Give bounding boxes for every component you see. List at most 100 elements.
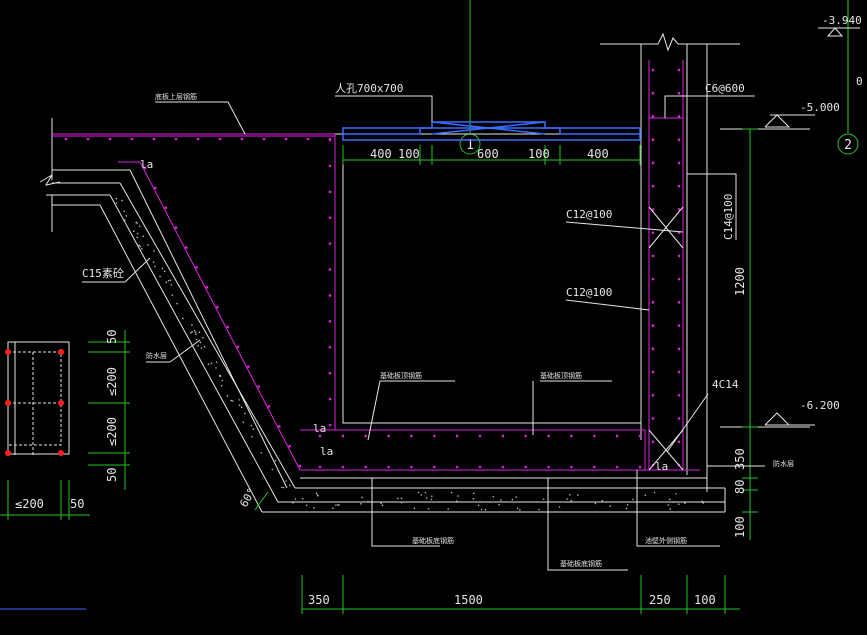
aggregate-dot — [200, 347, 203, 349]
aggregate-dot — [198, 331, 201, 333]
rebar-dot — [257, 385, 260, 388]
rebar-dot — [205, 285, 209, 289]
aggregate-dot — [250, 424, 253, 427]
aggregate-dot — [226, 395, 229, 397]
aggregate-dot — [361, 496, 363, 499]
rebar-dot — [651, 161, 655, 165]
rebar-dot — [677, 68, 681, 72]
bottom-dim-line — [301, 575, 740, 614]
aggregate-dot — [292, 502, 294, 504]
rebar-dot — [651, 68, 655, 72]
aggregate-dot — [413, 507, 416, 510]
aggregate-dot — [203, 346, 206, 348]
rebar-dot — [651, 370, 655, 374]
rebar-dot — [677, 208, 681, 211]
aggregate-dot — [215, 367, 217, 369]
rebar-dot — [677, 138, 681, 142]
aggregate-dot — [450, 491, 453, 494]
aggregate-dot — [136, 232, 139, 235]
rebar-dot — [64, 137, 68, 141]
aggregate-dot — [210, 362, 213, 364]
note-top-2: 基础板顶钢筋 — [540, 371, 582, 380]
c15-label: C15素砼 — [82, 267, 124, 280]
rebar-dot — [677, 347, 681, 351]
waterproof-label: 防水层 — [146, 351, 167, 360]
aggregate-dot — [702, 502, 704, 504]
aggregate-dot — [447, 508, 450, 510]
aggregate-dot — [515, 496, 518, 498]
rebar-dot — [364, 465, 368, 469]
rebar-dot — [328, 294, 332, 297]
aggregate-dot — [313, 507, 315, 509]
aggregate-dot — [672, 501, 675, 504]
rebar-dot — [226, 325, 229, 329]
aggregate-dot — [191, 331, 193, 333]
rebar-dot — [328, 138, 332, 142]
rebar-dot — [328, 423, 332, 427]
bottom-dim-4: 100 — [694, 593, 716, 607]
aggregate-dot — [219, 375, 222, 377]
aggregate-dot — [667, 504, 670, 506]
right-dim-100: 100 — [733, 516, 747, 538]
aggregate-dot — [472, 497, 475, 500]
rebar-dot — [651, 208, 655, 211]
aggregate-dot — [154, 265, 156, 268]
aggregate-dot — [260, 451, 263, 454]
aggregate-dot — [653, 491, 656, 494]
top-dim-4: 100 — [528, 147, 550, 161]
aggregate-dot — [271, 468, 274, 471]
rebar-dot — [328, 268, 332, 271]
aggregate-dot — [141, 248, 143, 250]
aggregate-dot — [152, 261, 155, 263]
aggregate-dot — [139, 245, 142, 248]
aggregate-dot — [199, 341, 202, 344]
angle-arc — [254, 491, 269, 511]
aggregate-dot — [230, 399, 232, 402]
aggregate-dot — [195, 338, 198, 341]
concrete-dots — [115, 197, 709, 511]
rebar-dot — [455, 434, 459, 438]
level-1: -3.940 — [822, 14, 862, 27]
aggregate-dot — [484, 509, 487, 511]
aggregate-dot — [500, 499, 502, 501]
aggregate-dot — [171, 294, 174, 296]
rebar-dot — [164, 206, 167, 210]
top-dim-1: 400 — [370, 147, 392, 161]
rebar-dot — [651, 440, 655, 444]
rebar-dot — [432, 434, 436, 438]
aggregate-dot — [480, 508, 483, 511]
aggregate-dot — [632, 498, 634, 501]
right-dim-80: 80 — [733, 480, 747, 494]
rebar-dot — [278, 424, 281, 428]
sec-dim-2: ≤200 — [105, 367, 119, 396]
aggregate-dot — [457, 495, 459, 497]
aggregate-dot — [136, 222, 138, 224]
sec-dim-1: 50 — [105, 330, 119, 344]
la-4: la — [655, 460, 668, 473]
c14-leader — [687, 173, 737, 240]
aggregate-dot — [242, 421, 245, 423]
rebar-dot — [284, 137, 288, 141]
aggregate-dot — [195, 333, 197, 336]
aggregate-dot — [282, 486, 285, 489]
right-dim-line — [742, 128, 758, 540]
aggregate-dot — [133, 230, 135, 232]
bottom-dim-2: 1500 — [454, 593, 483, 607]
roof-rebar-leader — [155, 101, 246, 135]
note-top-1-leader — [367, 380, 381, 441]
axis-1-label: 1 — [466, 138, 474, 153]
rebar-dot — [196, 137, 200, 141]
aggregate-dot — [570, 500, 573, 502]
rebar-dot — [341, 434, 345, 438]
top-dim-3: 600 — [477, 147, 499, 161]
aggregate-dot — [123, 210, 126, 212]
aggregate-dot — [240, 406, 243, 408]
rebar-dot — [240, 137, 244, 141]
hatch-label: 人孔700x700 — [335, 82, 403, 95]
rebar-dot — [387, 434, 390, 438]
hatch-cover — [342, 121, 641, 141]
rebar-dot — [547, 434, 550, 438]
aggregate-dot — [191, 324, 193, 326]
aggregate-dot — [431, 495, 433, 497]
rebar-dot — [651, 324, 655, 327]
